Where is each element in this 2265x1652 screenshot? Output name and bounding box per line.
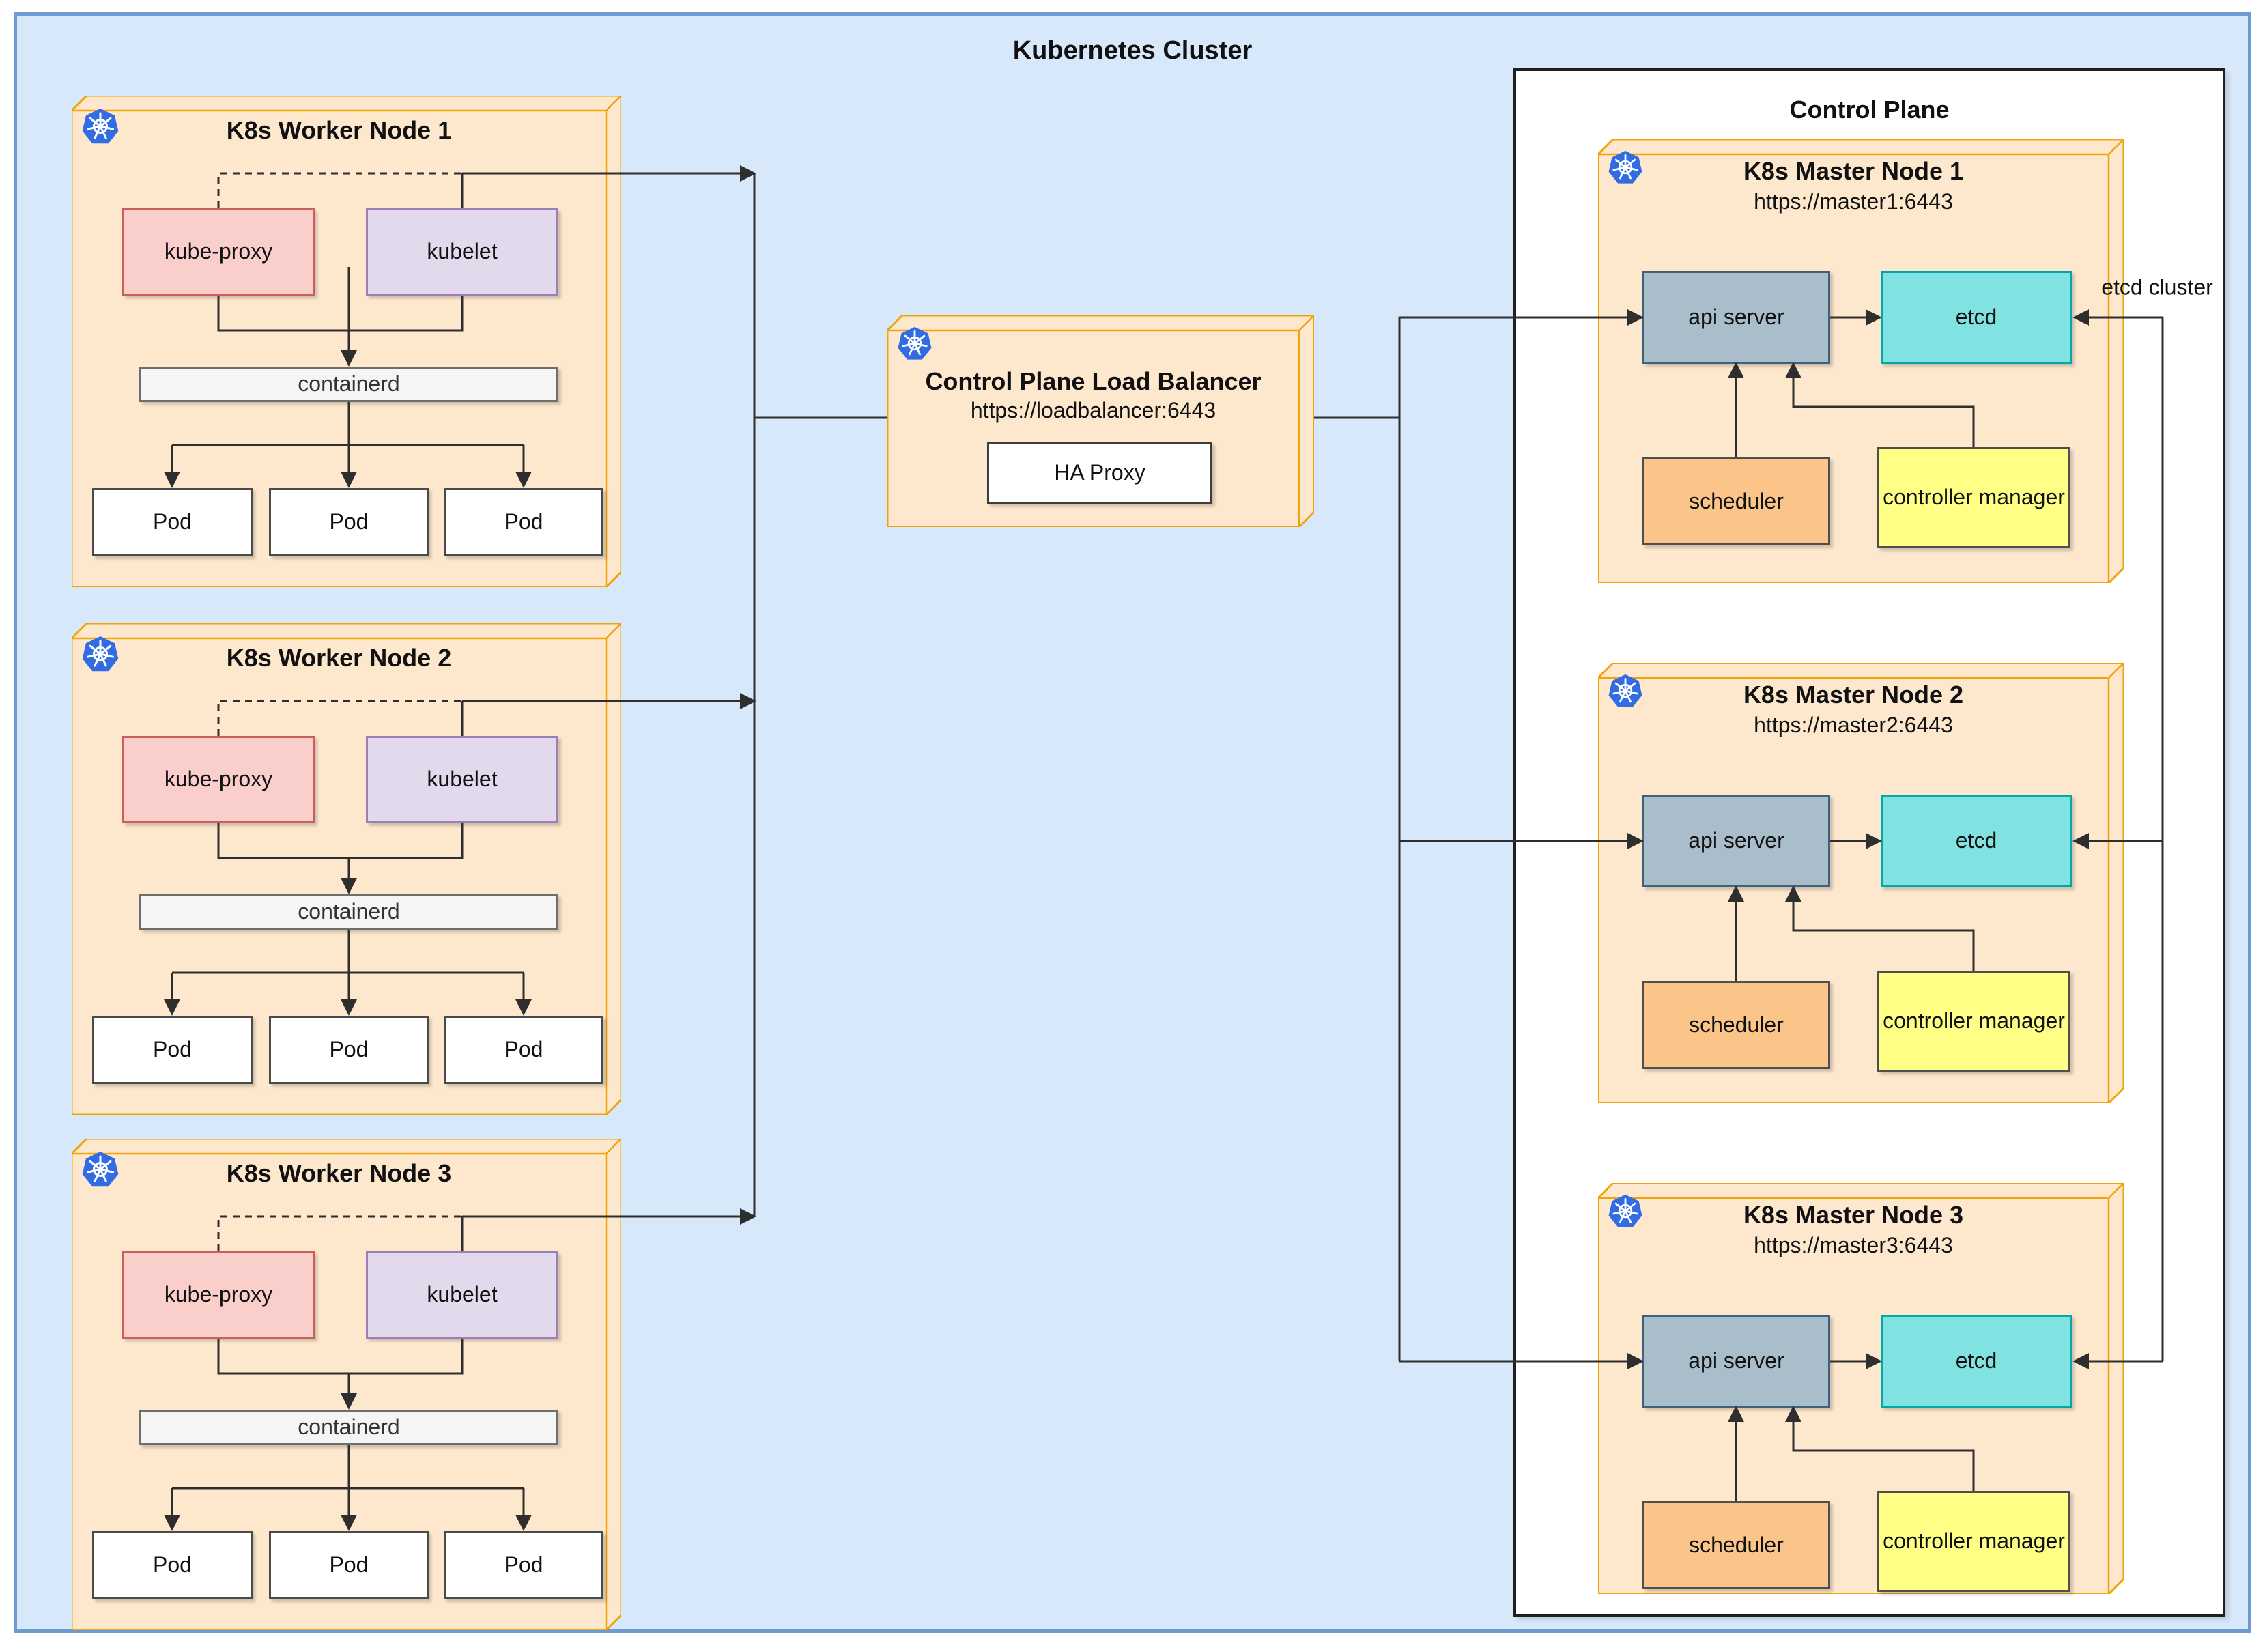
pod-box: Pod xyxy=(269,1016,429,1084)
worker-node-2: K8s Worker Node 2 kube-proxy kubelet con… xyxy=(72,623,621,1115)
master-node-title: K8s Master Node 2 xyxy=(1743,681,1964,709)
controller-manager-box: controller manager xyxy=(1877,447,2070,548)
pod-box: Pod xyxy=(444,488,603,556)
master-node-title: K8s Master Node 1 xyxy=(1743,157,1964,185)
api-server-box: api server xyxy=(1642,271,1830,364)
containerd-box: containerd xyxy=(139,894,558,930)
etcd-box: etcd xyxy=(1881,1315,2072,1408)
api-server-box: api server xyxy=(1642,1315,1830,1408)
kube-proxy-box: kube-proxy xyxy=(122,208,315,296)
kubelet-box: kubelet xyxy=(366,736,558,823)
controller-manager-box: controller manager xyxy=(1877,1491,2070,1592)
worker-node-title: K8s Worker Node 1 xyxy=(226,116,452,144)
load-balancer-title: Control Plane Load Balancer xyxy=(925,367,1262,395)
api-server-box: api server xyxy=(1642,795,1830,887)
pod-box: Pod xyxy=(92,488,253,556)
scheduler-box: scheduler xyxy=(1642,981,1830,1069)
etcd-box: etcd xyxy=(1881,271,2072,364)
load-balancer-url: https://loadbalancer:6443 xyxy=(970,398,1216,423)
kubelet-box: kubelet xyxy=(366,1251,558,1339)
master-node-url: https://master1:6443 xyxy=(1754,189,1953,214)
kubelet-box: kubelet xyxy=(366,208,558,296)
worker-node-3: K8s Worker Node 3 kube-proxy kubelet con… xyxy=(72,1139,621,1630)
control-plane-load-balancer: Control Plane Load Balancer https://load… xyxy=(887,315,1314,527)
pod-box: Pod xyxy=(92,1016,253,1084)
worker-node-title: K8s Worker Node 3 xyxy=(226,1159,452,1187)
ha-proxy-box: HA Proxy xyxy=(987,442,1212,504)
worker-node-title: K8s Worker Node 2 xyxy=(226,644,452,672)
master-node-url: https://master3:6443 xyxy=(1754,1233,1953,1257)
containerd-box: containerd xyxy=(139,367,558,402)
pod-box: Pod xyxy=(269,488,429,556)
cluster-title: Kubernetes Cluster xyxy=(1012,36,1253,65)
controller-manager-box: controller manager xyxy=(1877,971,2070,1072)
control-plane-title: Control Plane xyxy=(1789,96,1950,124)
master-node-3: K8s Master Node 3 https://master3:6443 a… xyxy=(1598,1183,2124,1594)
worker-node-1: K8s Worker Node 1 kube-proxy kubelet con… xyxy=(72,96,621,587)
pod-box: Pod xyxy=(269,1531,429,1599)
kube-proxy-box: kube-proxy xyxy=(122,736,315,823)
pod-box: Pod xyxy=(444,1016,603,1084)
master-node-2: K8s Master Node 2 https://master2:6443 a… xyxy=(1598,663,2124,1103)
etcd-box: etcd xyxy=(1881,795,2072,887)
master-node-url: https://master2:6443 xyxy=(1754,713,1953,737)
containerd-box: containerd xyxy=(139,1410,558,1445)
kube-proxy-box: kube-proxy xyxy=(122,1251,315,1339)
master-node-title: K8s Master Node 3 xyxy=(1743,1201,1964,1229)
etcd-cluster-label: etcd cluster xyxy=(2101,274,2213,300)
master-node-1: K8s Master Node 1 https://master1:6443 a… xyxy=(1598,139,2124,583)
scheduler-box: scheduler xyxy=(1642,1501,1830,1589)
pod-box: Pod xyxy=(444,1531,603,1599)
scheduler-box: scheduler xyxy=(1642,457,1830,545)
pod-box: Pod xyxy=(92,1531,253,1599)
kubernetes-icon xyxy=(897,326,932,362)
